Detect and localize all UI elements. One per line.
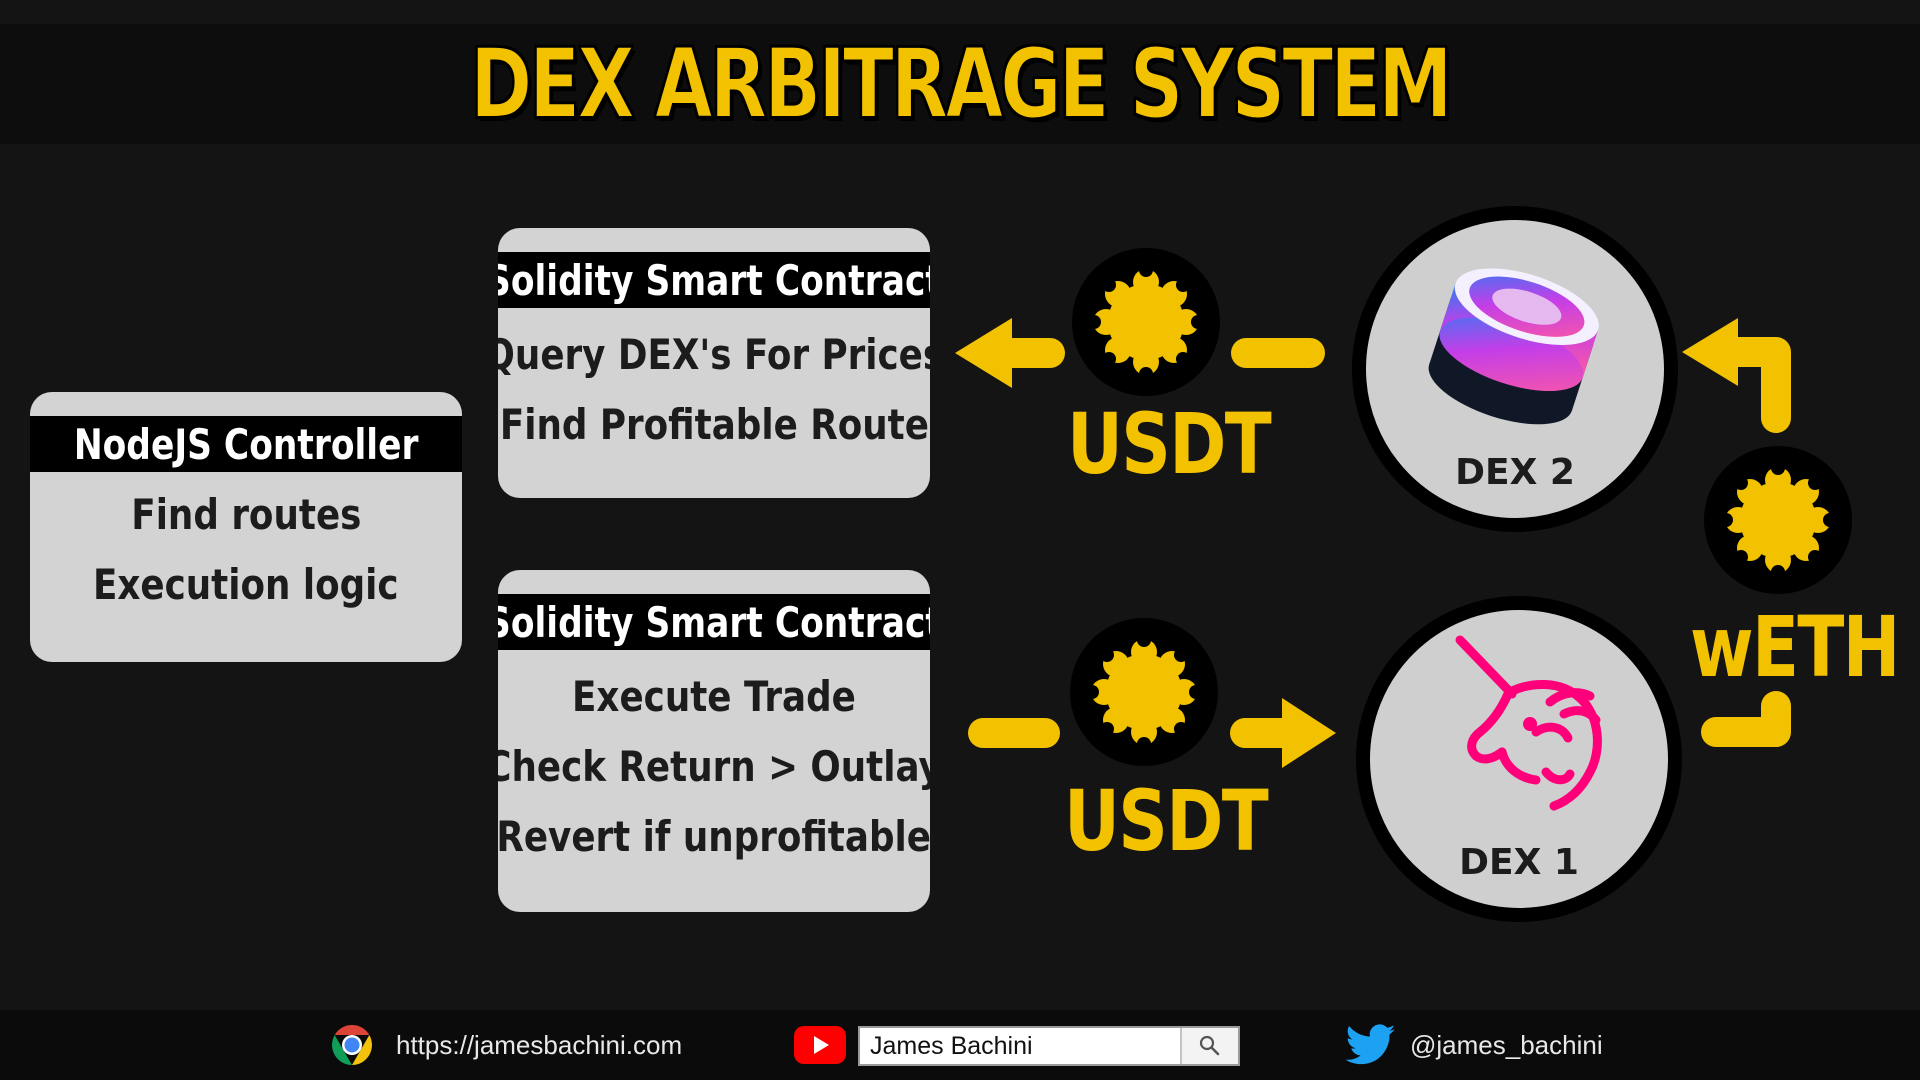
bottom-coin-icon bbox=[1070, 618, 1218, 766]
top-coin-icon bbox=[1072, 248, 1220, 396]
website-url: https://jamesbachini.com bbox=[396, 1029, 683, 1060]
weth-label: wETH bbox=[1690, 598, 1900, 696]
uniswap-unicorn-logo-icon bbox=[1455, 635, 1602, 811]
right-connector-elbow bbox=[1701, 691, 1791, 747]
nodejs-controller-card: NodeJS Controller Find routes Execution … bbox=[30, 392, 462, 662]
youtube-search-button[interactable] bbox=[1180, 1028, 1238, 1064]
page-title: DEX ARBITRAGE SYSTEM bbox=[469, 27, 1453, 141]
card-line: Execute Trade bbox=[572, 672, 856, 721]
youtube-search-input[interactable]: James Bachini bbox=[870, 1032, 1033, 1060]
bottom-arrow-right bbox=[1230, 698, 1336, 768]
youtube-search-box[interactable]: James Bachini bbox=[858, 1026, 1240, 1066]
twitter-handle: @james_bachini bbox=[1410, 1029, 1603, 1060]
usdt-label-top: USDT bbox=[1067, 395, 1272, 493]
card-line: Find Profitable Route bbox=[499, 400, 929, 449]
card-header: Solidity Smart Contract bbox=[498, 252, 930, 308]
twitter-link[interactable]: @james_bachini bbox=[1346, 1010, 1603, 1080]
contract-execute-card: Solidity Smart Contract Execute Trade Ch… bbox=[498, 570, 930, 912]
footer-bar: https://jamesbachini.com James Bachini @… bbox=[0, 1010, 1920, 1080]
website-link[interactable]: https://jamesbachini.com bbox=[330, 1010, 682, 1080]
card-line: Check Return > Outlay bbox=[498, 742, 930, 791]
card-line: Revert if unprofitable bbox=[498, 812, 930, 861]
card-header: NodeJS Controller bbox=[30, 416, 462, 472]
title-bar: DEX ARBITRAGE SYSTEM bbox=[0, 24, 1920, 144]
card-header: Solidity Smart Contract bbox=[498, 594, 930, 650]
dex1-node: DEX 1 bbox=[1356, 596, 1682, 922]
top-arrow-left bbox=[955, 318, 1065, 388]
dex2-label: DEX 2 bbox=[1455, 452, 1575, 493]
dex1-label: DEX 1 bbox=[1459, 842, 1579, 883]
contract-query-card: Solidity Smart Contract Query DEX's For … bbox=[498, 228, 930, 498]
youtube-icon[interactable] bbox=[794, 1026, 846, 1064]
usdt-label-bottom: USDT bbox=[1064, 772, 1269, 870]
twitter-bird-icon bbox=[1346, 1024, 1396, 1065]
sushiswap-logo-icon bbox=[1428, 268, 1599, 425]
right-arrow-up bbox=[1682, 318, 1791, 433]
card-line: Execution logic bbox=[93, 560, 399, 609]
dex2-node: DEX 2 bbox=[1352, 206, 1678, 532]
card-line: Query DEX's For Prices bbox=[498, 330, 930, 379]
magnifier-icon bbox=[1199, 1035, 1220, 1056]
card-line: Find routes bbox=[130, 490, 362, 539]
right-coin-icon bbox=[1704, 446, 1852, 594]
chrome-icon bbox=[332, 1025, 372, 1065]
